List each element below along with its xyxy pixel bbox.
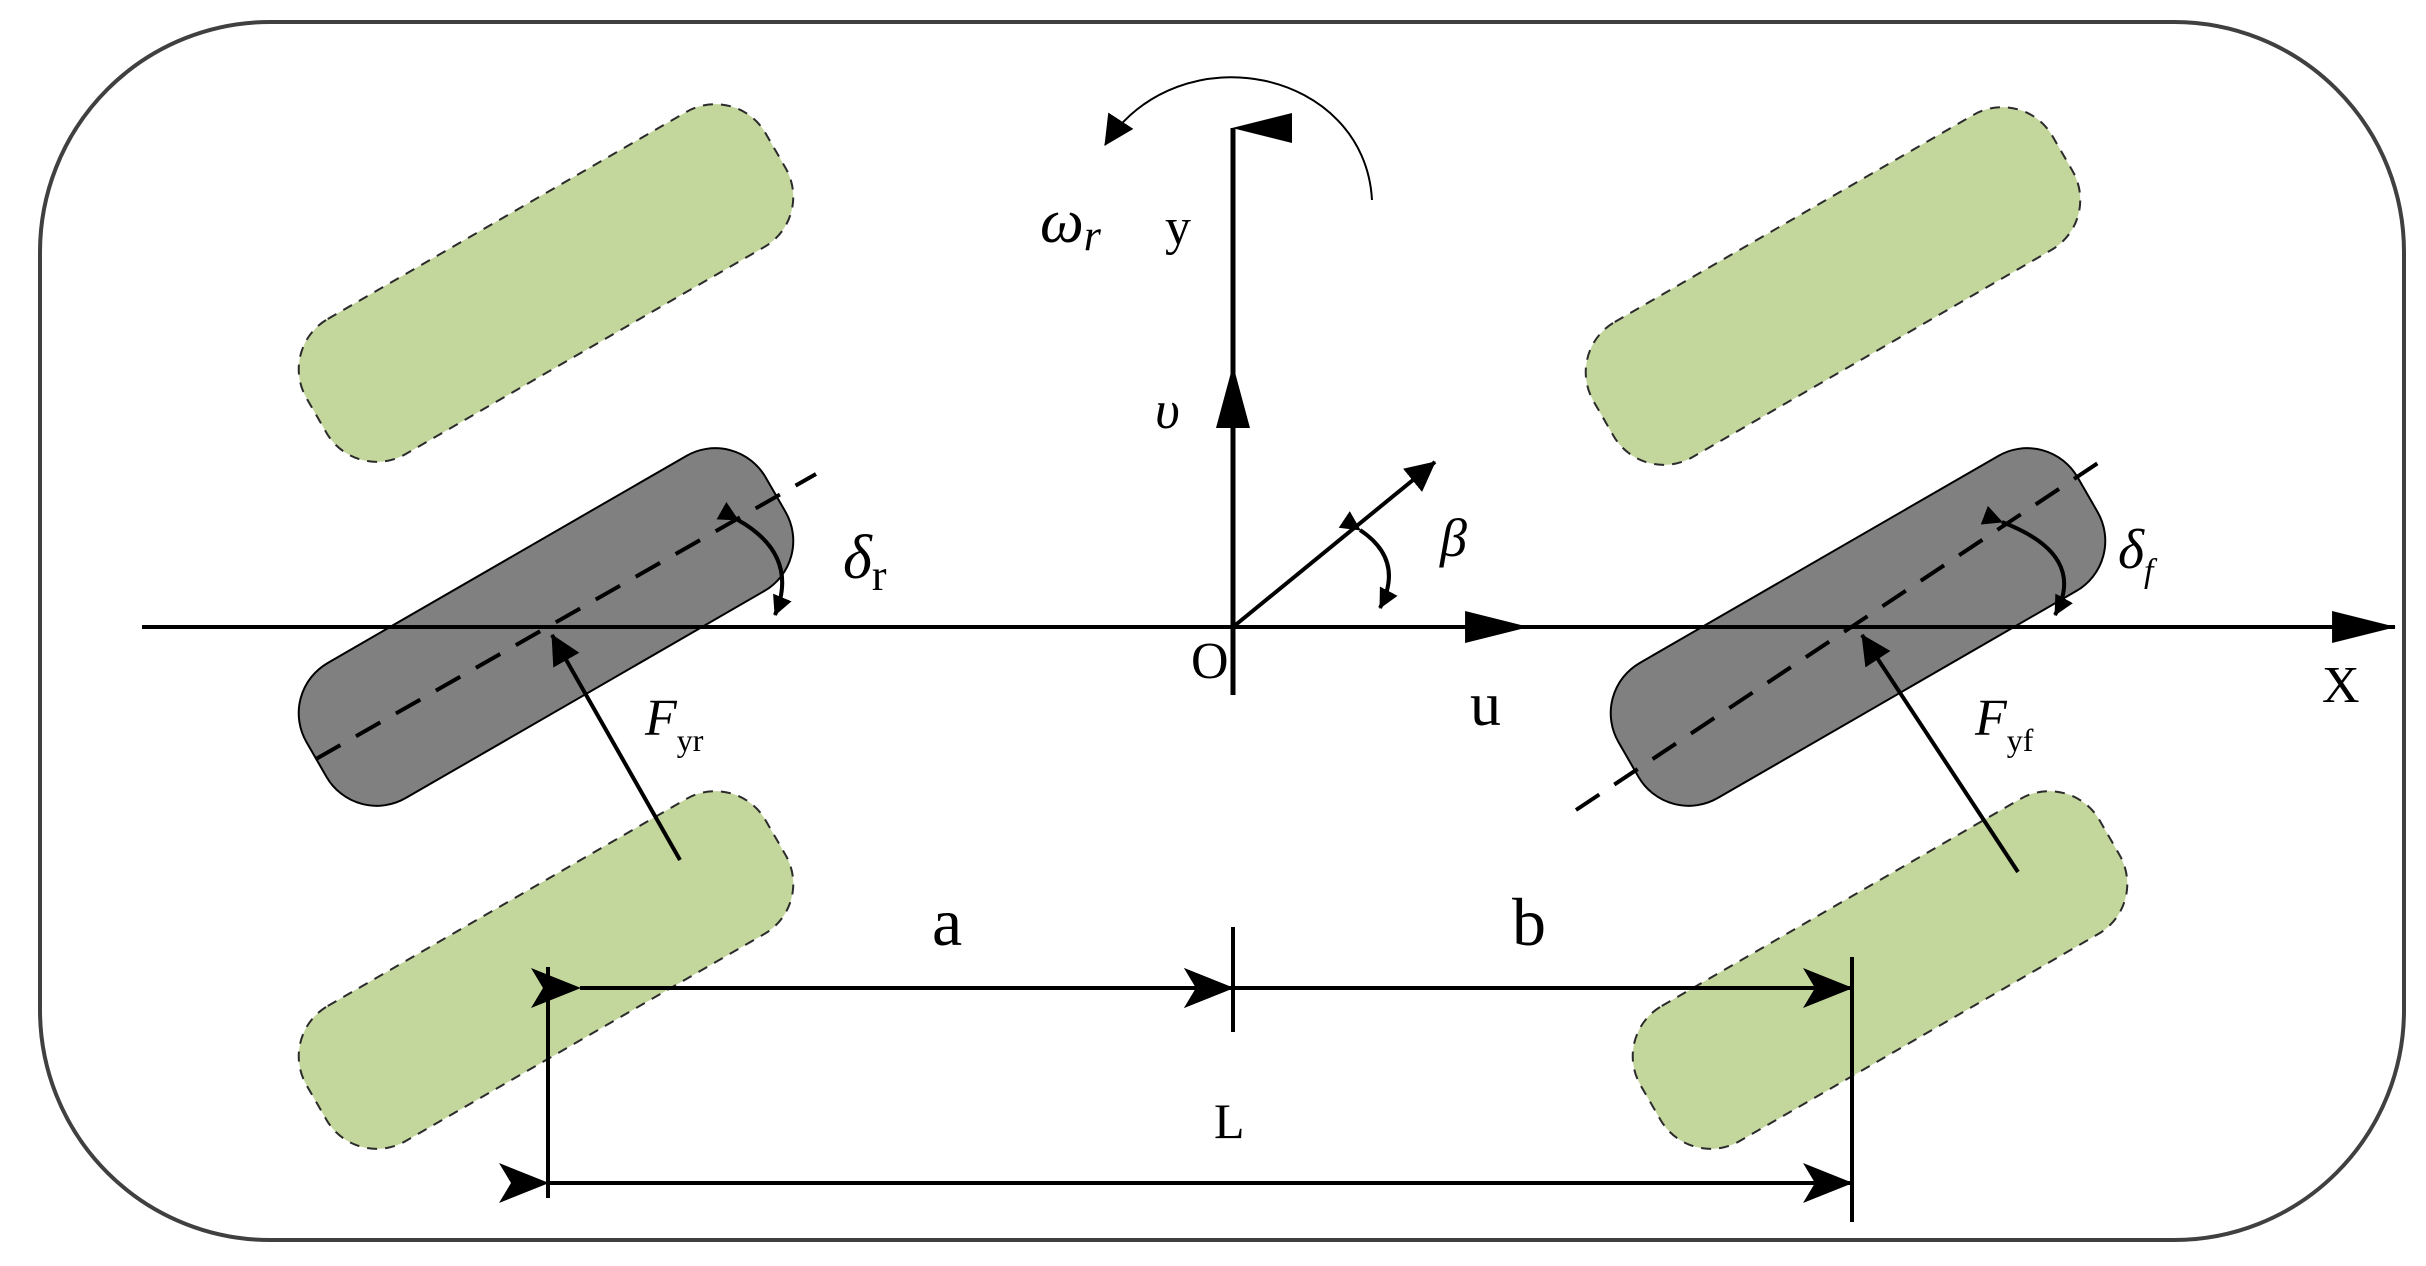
dimension-a-label: a — [932, 884, 962, 960]
yaw-rate-label: ωr — [1040, 188, 1102, 260]
dimension-b-label: b — [1512, 884, 1546, 960]
y-axis-label: y — [1165, 199, 1191, 256]
yaw-rate-arc — [1104, 76, 1373, 201]
rear-upper-ghost-tire — [297, 103, 795, 463]
origin-label: O — [1191, 633, 1229, 690]
sideslip-angle-label: β — [1439, 508, 1467, 568]
beta-angle-arc — [1338, 511, 1398, 609]
front-lateral-force-arrow — [1860, 633, 2020, 874]
lateral-velocity-label: υ — [1155, 380, 1180, 440]
front-steer-angle-label: δf — [2118, 519, 2158, 590]
dimension-L-label: L — [1214, 1093, 1245, 1149]
longitudinal-velocity-label: u — [1470, 671, 1501, 739]
front-tire-axis — [1574, 453, 2112, 812]
rear-steer-angle-arc — [716, 501, 792, 616]
v-velocity-arrowhead — [1216, 365, 1250, 428]
x-axis-label: X — [2322, 657, 2360, 714]
front-lateral-force-label: Fyf — [1974, 690, 2034, 758]
velocity-direction-arrow — [1231, 460, 1437, 629]
rear-steer-angle-label: δr — [843, 524, 887, 600]
rear-lateral-force-arrow — [550, 634, 682, 861]
front-lower-ghost-tire — [1631, 790, 2129, 1150]
rear-lateral-force-label: Fyr — [644, 690, 704, 758]
front-steer-angle-arc — [1980, 505, 2073, 616]
front-upper-ghost-tire — [1584, 106, 2082, 466]
